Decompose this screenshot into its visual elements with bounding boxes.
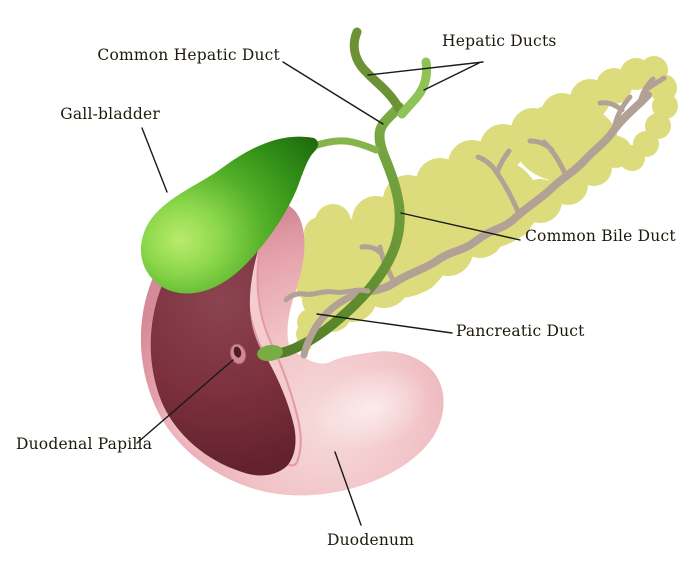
leader-hepatic-ducts-2 — [423, 62, 480, 91]
label-duodenum: Duodenum — [327, 531, 415, 549]
label-hepatic-ducts: Hepatic Ducts — [442, 32, 557, 50]
leader-common-hepatic-duct — [282, 61, 384, 125]
cystic-duct — [307, 137, 380, 154]
hepatic-duct-left — [349, 27, 404, 114]
bile-duct-system — [257, 27, 432, 362]
label-common-bile-duct: Common Bile Duct — [525, 227, 676, 245]
common-bile-duct-path — [266, 102, 405, 359]
label-duodenal-papilla: Duodenal Papilla — [16, 435, 153, 453]
label-pancreatic-duct: Pancreatic Duct — [456, 322, 585, 340]
pancreatic-duct-head — [283, 287, 371, 359]
label-gall-bladder: Gall-bladder — [60, 105, 160, 123]
duodenum-highlight — [315, 365, 429, 451]
hepatic-duct-right — [397, 57, 432, 119]
leader-gall-bladder — [141, 127, 168, 193]
bile-duct-entry — [257, 344, 283, 362]
leader-pancreatic-duct — [316, 313, 453, 334]
gallbladder-shape — [140, 136, 319, 294]
label-common-hepatic-duct: Common Hepatic Duct — [97, 46, 280, 64]
leader-lines — [136, 61, 521, 526]
leader-hepatic-ducts-1 — [367, 61, 484, 76]
leader-duodenum — [334, 451, 362, 526]
duodenal-papilla-shape — [229, 343, 247, 365]
leader-duodenal-papilla — [136, 359, 234, 444]
leader-common-bile-duct — [400, 212, 521, 241]
